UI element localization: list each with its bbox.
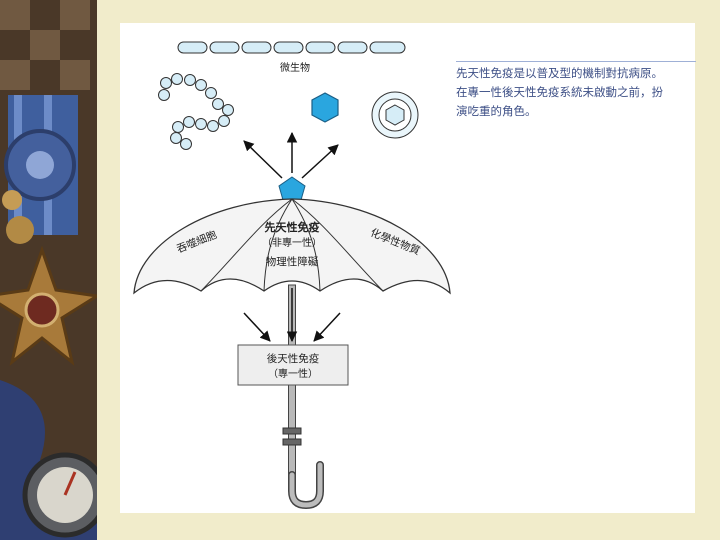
- adaptive-immunity-title: 後天性免疫: [267, 352, 320, 365]
- bacteria-chain-icon: [177, 41, 406, 54]
- microbes-label: 微生物: [280, 61, 310, 74]
- cocci-chain-icon: [158, 73, 234, 150]
- umbrella-canopy: [133, 198, 451, 295]
- adaptive-immunity-subtitle: （專一性）: [268, 367, 318, 380]
- diagram-panel: 微生物: [120, 23, 696, 513]
- innate-immunity-title: 先天性免疫: [265, 220, 320, 234]
- description-line-2: 在專一性後天性免疫系統未啟動之前，扮: [456, 85, 663, 99]
- hexagon-virus-icon: [311, 92, 339, 123]
- inward-arrows: [243, 288, 341, 343]
- outward-arrows: [243, 131, 339, 179]
- ring-virus-icon: [371, 91, 419, 139]
- description-line-3: 演吃重的角色。: [456, 104, 537, 118]
- decorative-medal-collage: [0, 0, 97, 540]
- adaptive-immunity-box: [237, 344, 349, 386]
- medal-art-icon: [0, 0, 97, 540]
- umbrella-tip-pentagon-icon: [278, 176, 306, 201]
- physical-barrier-label: 物理性障礙: [266, 255, 319, 268]
- description-line-1: 先天性免疫是以普及型的機制對抗病原。: [456, 66, 663, 80]
- innate-immunity-umbrella-diagram: 微生物: [133, 41, 451, 510]
- innate-immunity-subtitle: （非專一性）: [262, 236, 322, 249]
- description-text: 先天性免疫是以普及型的機制對抗病原。 在專一性後天性免疫系統未啟動之前，扮 演吃…: [456, 61, 696, 121]
- umbrella-shaft: [282, 284, 324, 510]
